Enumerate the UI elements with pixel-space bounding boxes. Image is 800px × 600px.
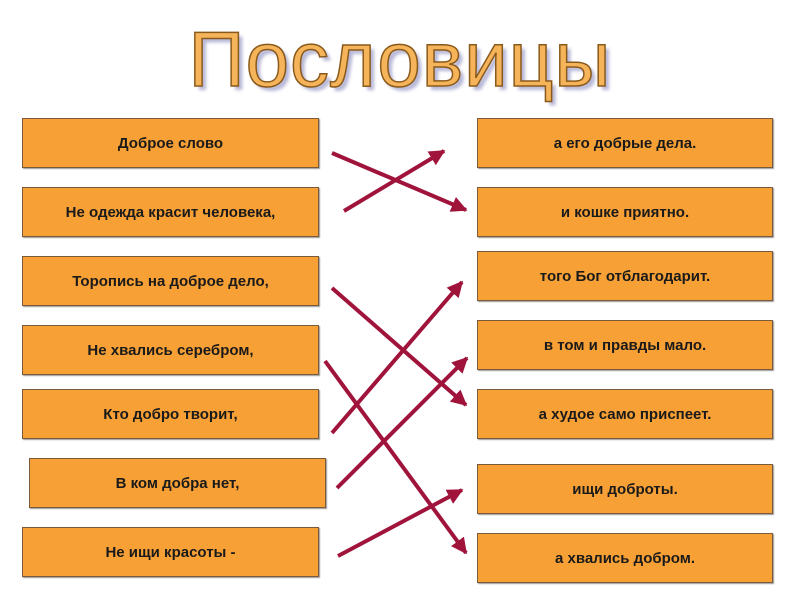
- arrow-3: [330, 286, 468, 407]
- arrow-5: [323, 359, 468, 555]
- proverb-start-3[interactable]: Торопись на доброе дело,: [22, 256, 319, 306]
- proverb-start-7[interactable]: Не ищи красоты -: [22, 527, 319, 577]
- proverb-start-5[interactable]: Кто добро творит,: [22, 389, 319, 439]
- arrow-7: [337, 488, 464, 558]
- arrow-4: [330, 280, 464, 435]
- arrow-6: [335, 356, 469, 490]
- proverb-end-7[interactable]: а хвались добром.: [477, 533, 773, 583]
- page-title: Пословицы: [188, 14, 612, 104]
- arrow-1: [331, 151, 468, 212]
- proverb-start-1[interactable]: Доброе слово: [22, 118, 319, 168]
- proverb-start-2[interactable]: Не одежда красит человека,: [22, 187, 319, 237]
- proverb-start-4[interactable]: Не хвались серебром,: [22, 325, 319, 375]
- proverb-end-5[interactable]: а худое само приспеет.: [477, 389, 773, 439]
- proverb-start-6[interactable]: В ком добра нет,: [29, 458, 326, 508]
- proverb-end-3[interactable]: того Бог отблагодарит.: [477, 251, 773, 301]
- proverb-end-6[interactable]: ищи доброты.: [477, 464, 773, 514]
- arrow-2: [342, 149, 446, 213]
- proverb-end-2[interactable]: и кошке приятно.: [477, 187, 773, 237]
- proverb-end-1[interactable]: а его добрые дела.: [477, 118, 773, 168]
- proverb-end-4[interactable]: в том и правды мало.: [477, 320, 773, 370]
